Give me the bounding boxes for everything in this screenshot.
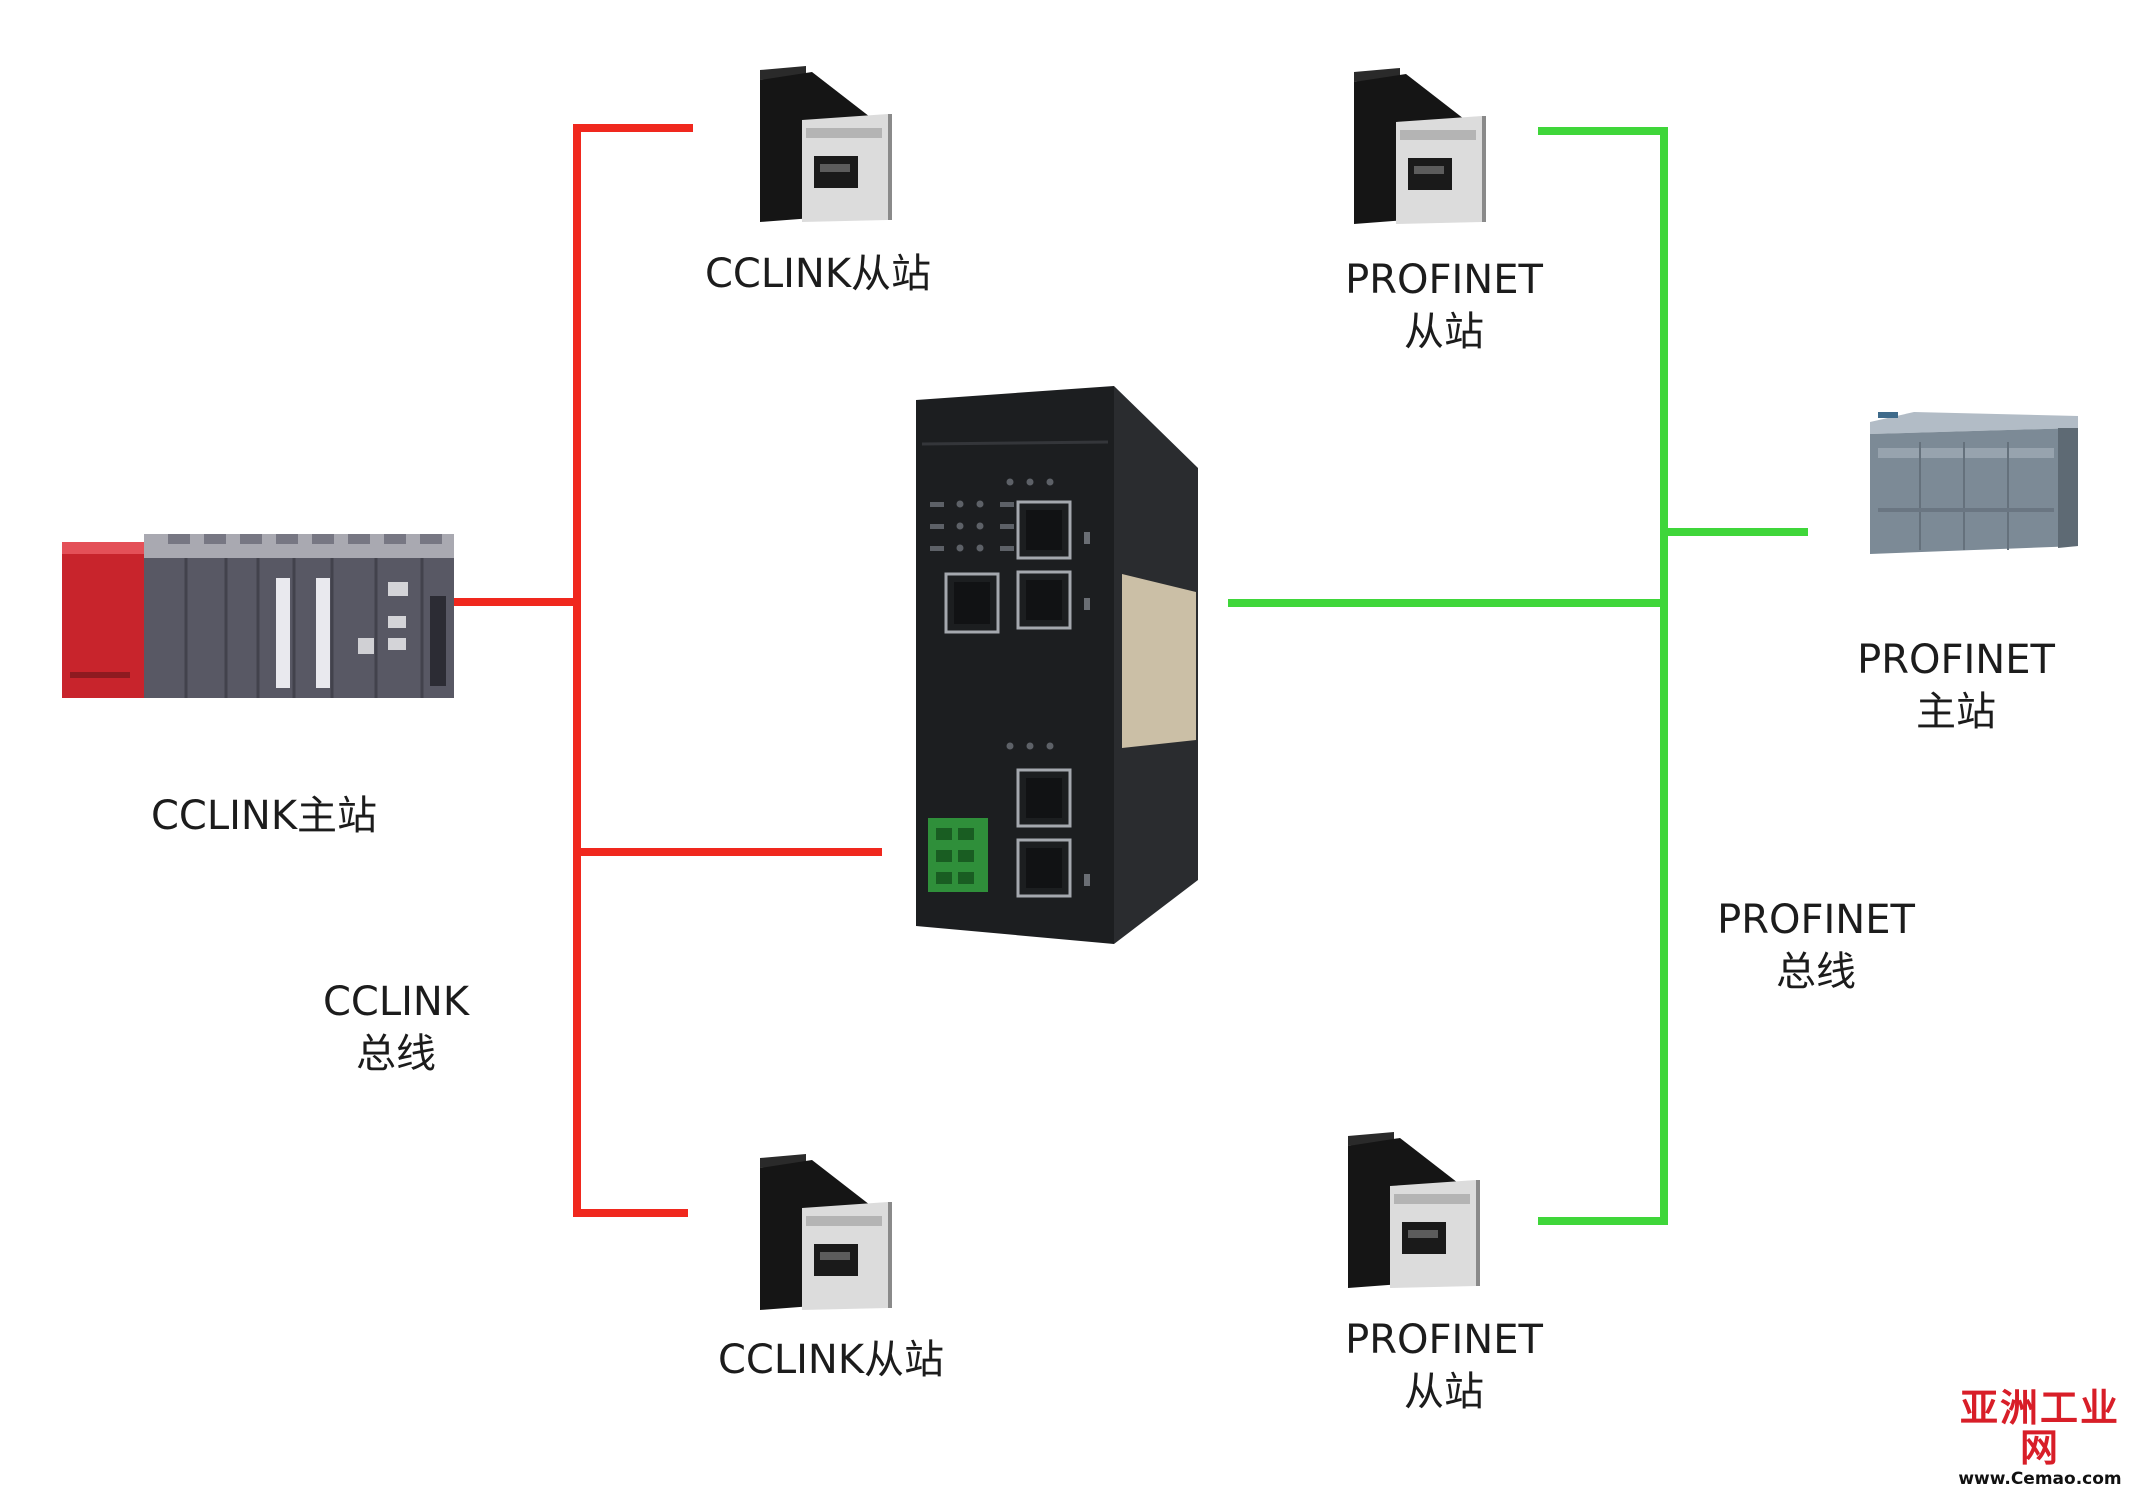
protocol-gateway-icon [916, 386, 1198, 944]
watermark-url: www.Cemao.com [1958, 1469, 2122, 1489]
cclink-bus-label: CCLINK 总线 [316, 976, 476, 1080]
site-watermark: 亚洲工业网 www.Cemao.com [1952, 1388, 2128, 1490]
cclink-slave-bottom-servo-drive-icon [760, 1154, 892, 1310]
profinet-slave-bottom-label-line1: PROFINET [1345, 1317, 1543, 1363]
cclink-slave-bottom-label: CCLINK从站 [717, 1337, 945, 1383]
profinet-slave-top-servo-drive-icon [1354, 68, 1486, 224]
bus-wires [453, 124, 1808, 1225]
profinet-slave-bottom-servo-drive-icon [1348, 1132, 1480, 1288]
watermark-name: 亚洲工业网 [1959, 1386, 2120, 1470]
cclink-bus-label-line1: CCLINK [322, 979, 470, 1025]
cclink-slave-top-servo-drive-icon [760, 66, 892, 222]
profinet-slave-top-label-line1: PROFINET [1345, 257, 1543, 303]
profinet-slave-top-label-line2: 从站 [1404, 309, 1484, 355]
profinet-plc-icon [1870, 412, 2078, 554]
profinet-slave-bottom-label: PROFINET 从站 [1334, 1314, 1554, 1418]
cclink-bus-label-line2: 总线 [356, 1031, 436, 1077]
cclink-plc-icon [62, 534, 454, 698]
cclink-slave-top-label: CCLINK从站 [704, 251, 932, 297]
cclink-master-label: CCLINK主站 [150, 793, 378, 839]
network-topology-diagram: CCLINK主站 CCLINK从站 CCLINK从站 CCLINK 总线 PRO… [62, 66, 2122, 1489]
profinet-master-label: PROFINET 主站 [1846, 634, 2066, 738]
profinet-master-label-line2: 主站 [1916, 689, 1996, 735]
profinet-master-label-line1: PROFINET [1857, 637, 2055, 683]
profinet-slave-bottom-label-line2: 从站 [1404, 1369, 1484, 1415]
profinet-slave-top-label: PROFINET 从站 [1334, 254, 1554, 358]
profinet-bus-label: PROFINET 总线 [1706, 894, 1926, 998]
profinet-bus-label-line1: PROFINET [1717, 897, 1915, 943]
cclink-bus [453, 124, 882, 1217]
profinet-bus [1228, 127, 1808, 1225]
profinet-bus-label-line2: 总线 [1776, 949, 1856, 995]
